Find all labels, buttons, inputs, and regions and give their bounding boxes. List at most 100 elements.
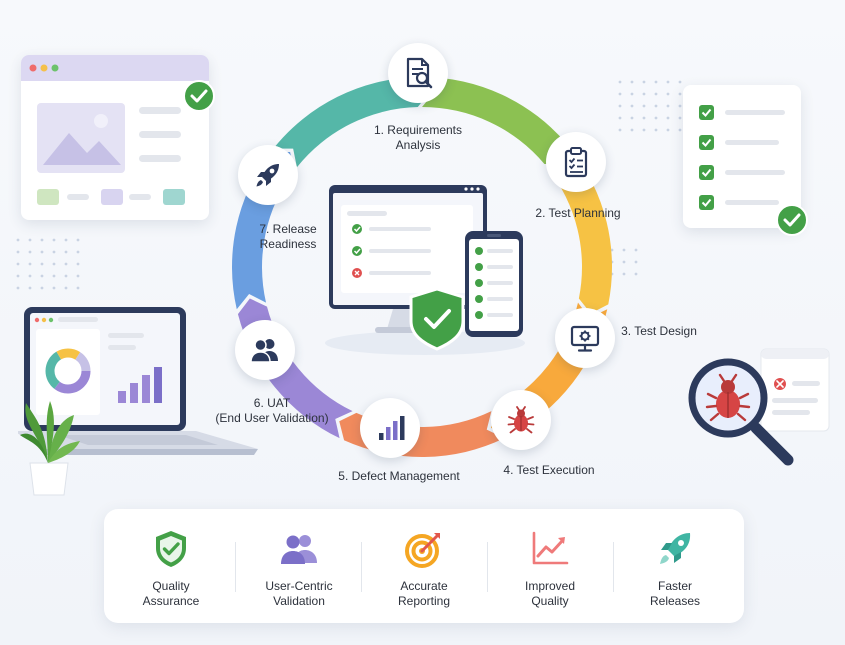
stage-node-release-readiness [238, 145, 298, 205]
decor-dot [630, 92, 634, 96]
phone-list-line [487, 281, 513, 285]
phone-list-line [487, 265, 513, 269]
decor-dot [666, 128, 670, 132]
decor-dot [634, 248, 638, 252]
decor-dot [64, 238, 68, 242]
check-mark-icon [701, 168, 712, 177]
decor-dot [642, 116, 646, 120]
decor-dot [76, 250, 80, 254]
check-badge-icon [776, 204, 808, 236]
stage-label-line: 1. Requirements [373, 123, 463, 137]
decor-dot [678, 116, 682, 120]
benefit-label-line: Assurance [142, 594, 200, 608]
checklist-card [683, 85, 801, 228]
users-icon [281, 535, 317, 564]
benefit-label-line: Faster [657, 579, 692, 593]
decor-dot [630, 128, 634, 132]
decor-dot [642, 128, 646, 132]
decor-dot [52, 238, 56, 242]
decor-dot [28, 274, 32, 278]
bar-chart-icon [379, 416, 405, 440]
decor-dot [618, 104, 622, 108]
decor-dot [666, 92, 670, 96]
bug-icon [507, 406, 535, 434]
checkbox-checked [699, 105, 714, 120]
decor-dot [40, 238, 44, 242]
benefit-label-line: Quality [152, 579, 190, 593]
decor-dot [634, 260, 638, 264]
decor-dot [64, 262, 68, 266]
rocket-icon [256, 164, 279, 187]
decor-dot [64, 250, 68, 254]
check-mark-icon [701, 198, 712, 207]
decor-dot [618, 128, 622, 132]
document-search-icon [406, 57, 433, 89]
stage-label-test-planning: 2. Test Planning [530, 206, 626, 221]
decor-dot [76, 238, 80, 242]
decor-dot [622, 248, 626, 252]
check-mark-icon [701, 108, 712, 117]
decor-dot [654, 116, 658, 120]
decor-dot [678, 128, 682, 132]
check-dot-icon [475, 247, 483, 255]
stage-label-line: (End User Validation) [215, 411, 329, 425]
checkbox-checked [699, 165, 714, 180]
decor-dot [64, 286, 68, 290]
decor-dot [678, 104, 682, 108]
decor-dot [654, 104, 658, 108]
benefit-label-line: User-Centric [265, 579, 333, 593]
trend-up-icon [532, 531, 569, 565]
decor-dot [618, 80, 622, 84]
decor-dot [622, 272, 626, 276]
benefit-divider [487, 542, 488, 592]
decor-dot [634, 272, 638, 276]
checkbox-checked [699, 135, 714, 150]
decor-dot [654, 128, 658, 132]
decor-dot [630, 116, 634, 120]
benefit-label-line: Quality [531, 594, 569, 608]
stage-label-line: 6. UAT [253, 396, 291, 410]
target-icon [405, 533, 440, 568]
benefit-divider [613, 542, 614, 592]
decor-dot [16, 262, 20, 266]
check-badge-icon [183, 80, 215, 112]
stage-node-defect-management [360, 398, 420, 458]
stage-node-test-planning [546, 132, 606, 192]
decor-dot [642, 104, 646, 108]
decor-dot [630, 104, 634, 108]
stage-label-line: Readiness [259, 237, 317, 251]
bug-magnifier-illustration [688, 348, 830, 466]
stage-label-line: 5. Defect Management [338, 469, 460, 483]
decor-dot [630, 80, 634, 84]
benefit-divider [361, 542, 362, 592]
phone-list-line [487, 249, 513, 253]
shield-check-icon [156, 531, 186, 567]
stage-label-line: 4. Test Execution [503, 463, 595, 477]
decor-dot [76, 286, 80, 290]
decor-dot [52, 262, 56, 266]
stage-label-line: 2. Test Planning [535, 206, 621, 220]
decor-dot [654, 80, 658, 84]
stage-node-uat [235, 320, 295, 380]
stage-node-test-execution [491, 390, 551, 450]
stage-label-line: 7. Release [259, 222, 317, 236]
decor-dot [40, 286, 44, 290]
stage-node-requirements [388, 43, 448, 103]
stage-label-requirements: 1. Requirements Analysis [358, 123, 478, 153]
phone-list-line [487, 313, 513, 317]
decor-dot [52, 250, 56, 254]
decor-dot [52, 286, 56, 290]
stage-label-uat: 6. UAT (End User Validation) [213, 396, 331, 426]
phone-list-line [487, 297, 513, 301]
stage-label-line: Analysis [395, 138, 441, 152]
stage-label-test-design: 3. Test Design [620, 324, 698, 339]
benefit-label-line: Improved [524, 579, 576, 593]
center-devices-illustration [325, 185, 525, 355]
browser-window-card [21, 55, 209, 220]
benefit-label-line: Reporting [397, 594, 451, 608]
checklist-illustration [699, 105, 785, 210]
